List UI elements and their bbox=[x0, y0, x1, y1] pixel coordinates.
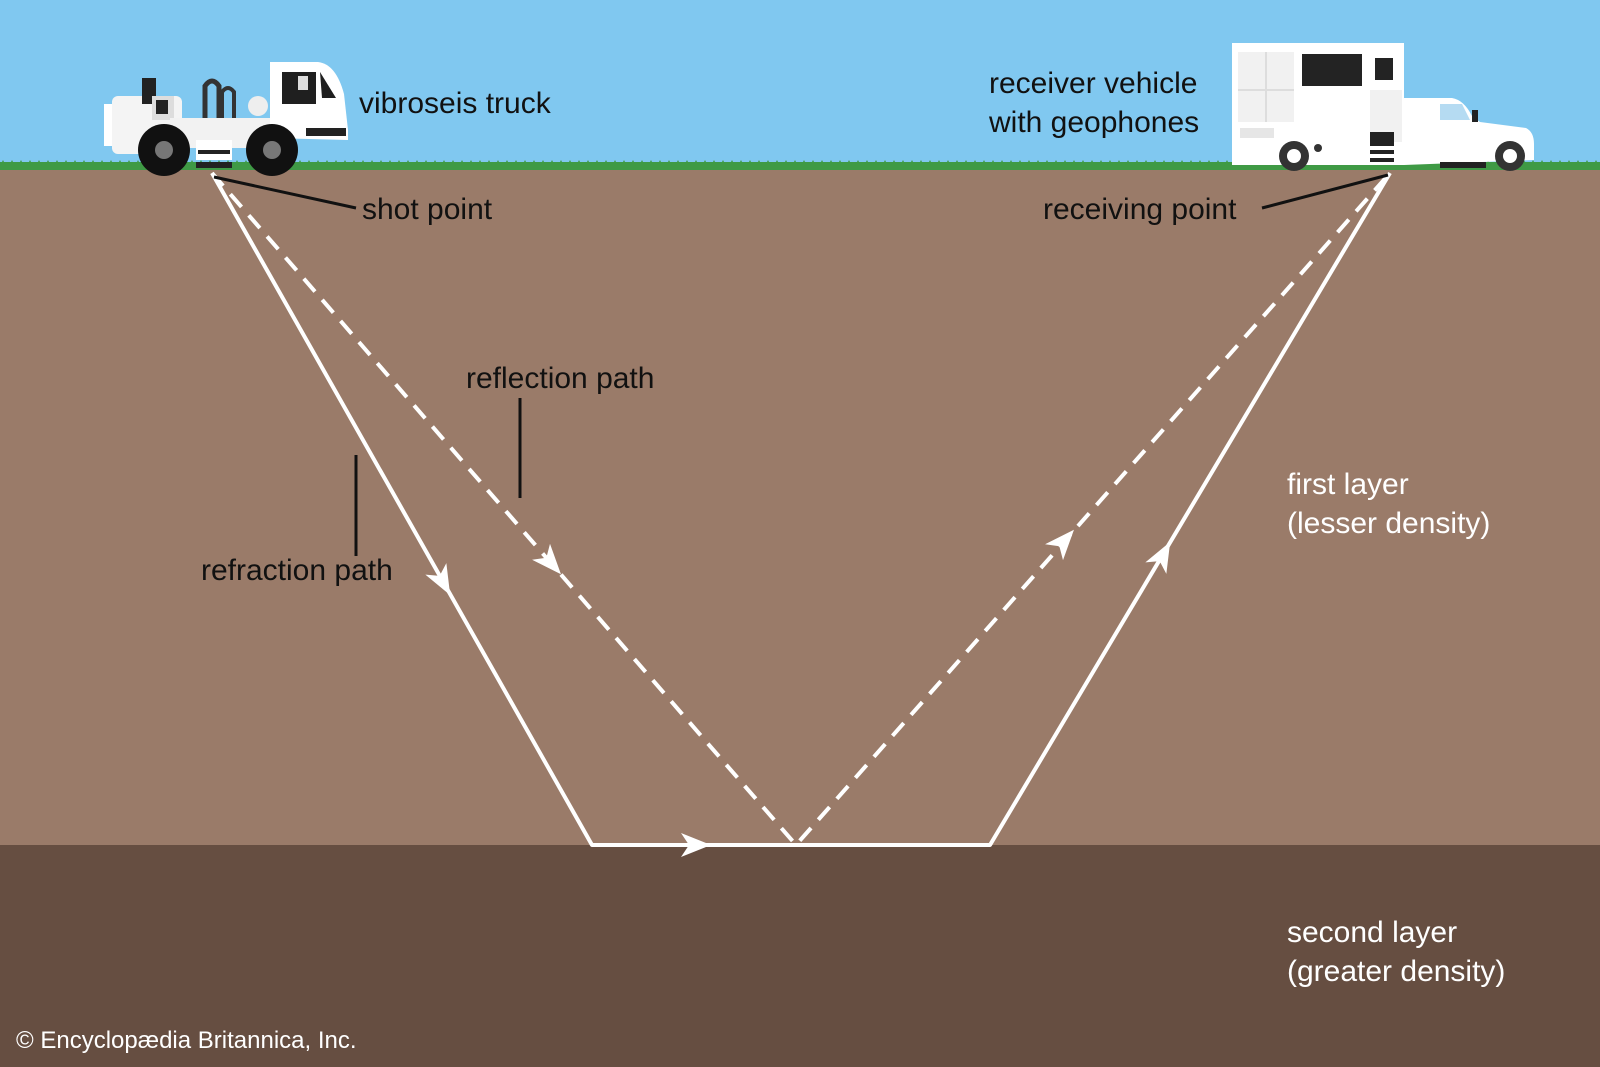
grass-strip bbox=[0, 160, 1600, 170]
vibroseis-truck-icon bbox=[104, 62, 348, 176]
reflection-path-line bbox=[210, 171, 1392, 849]
copyright-credit: © Encyclopædia Britannica, Inc. bbox=[16, 1027, 357, 1054]
refraction-path-label: refraction path bbox=[201, 554, 393, 587]
receiver-vehicle-label: receiver vehicle with geophones bbox=[989, 67, 1200, 139]
shot-point-label: shot point bbox=[362, 193, 493, 226]
vibroseis-truck-label: vibroseis truck bbox=[359, 87, 551, 120]
first-layer bbox=[0, 168, 1600, 846]
reflection-path-label: reflection path bbox=[466, 362, 655, 395]
shot-point-leader bbox=[213, 175, 357, 210]
receiving-point-leader bbox=[1261, 173, 1389, 210]
second-layer-label: second layer (greater density) bbox=[1287, 916, 1506, 988]
receiver-vehicle-icon bbox=[1232, 43, 1534, 171]
receiving-point-label: receiving point bbox=[1043, 193, 1237, 226]
refraction-path-line bbox=[210, 171, 1392, 847]
second-layer bbox=[0, 845, 1600, 1067]
first-layer-label: first layer (lesser density) bbox=[1287, 468, 1491, 540]
